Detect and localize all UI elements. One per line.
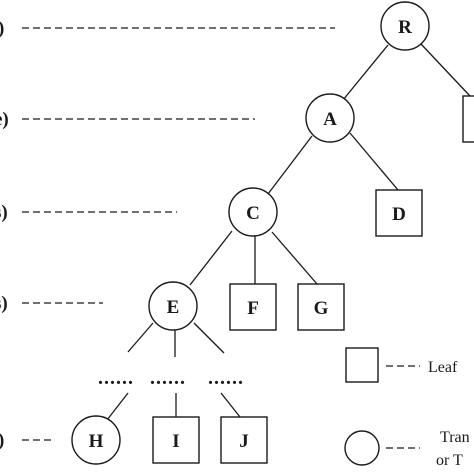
node-r: R <box>380 1 430 51</box>
ellipsis-3: ...... <box>208 367 244 389</box>
level-label-2: e) <box>0 109 9 130</box>
node-f-label: F <box>247 298 259 319</box>
node-h: H <box>71 415 121 465</box>
node-c: C <box>228 187 278 237</box>
edge-r-a <box>342 44 389 101</box>
level-label-4: s) <box>0 293 8 314</box>
node-a: A <box>305 93 355 143</box>
legend-leaf-square-icon <box>345 347 379 383</box>
edge-a-c <box>267 135 313 195</box>
legend-leaf: Leaf <box>345 347 458 383</box>
node-c-label: C <box>246 203 260 224</box>
node-a-label: A <box>323 109 337 130</box>
node-e-label: E <box>167 297 180 318</box>
node-i-label: I <box>172 431 179 452</box>
legend-transition: Tran or T <box>344 429 470 469</box>
node-j-label: J <box>239 431 249 452</box>
legend-transition-label-2: or T <box>436 452 463 469</box>
level-label-5: ) <box>0 430 4 451</box>
edge-e-left <box>127 322 154 353</box>
edge-e-right <box>193 322 225 354</box>
node-g: G <box>297 283 345 331</box>
node-d: D <box>375 189 423 237</box>
edge-r-offscreen <box>420 43 471 97</box>
node-d-label: D <box>392 204 406 225</box>
node-j: J <box>220 416 268 464</box>
node-offscreen-square <box>462 95 474 143</box>
level-label-3: s) <box>0 202 8 223</box>
legend-leaf-label: Leaf <box>428 359 458 376</box>
node-f: F <box>229 283 277 331</box>
edge-c-g <box>271 231 318 285</box>
edge-a-d <box>349 132 399 191</box>
node-h-label: H <box>89 431 104 452</box>
edge-c-e <box>189 230 233 286</box>
ellipsis-1: ...... <box>98 367 134 389</box>
legend-transition-circle-icon <box>344 430 380 466</box>
edge-dots-h <box>106 392 129 421</box>
ellipsis-2: ...... <box>150 367 186 389</box>
node-g-label: G <box>314 298 329 319</box>
edge-dots-j <box>220 392 241 418</box>
node-r-label: R <box>398 17 412 38</box>
node-i: I <box>152 416 200 464</box>
legend-transition-label-1: Tran <box>440 429 470 446</box>
level-label-1: ) <box>0 18 4 39</box>
node-e: E <box>148 281 198 331</box>
